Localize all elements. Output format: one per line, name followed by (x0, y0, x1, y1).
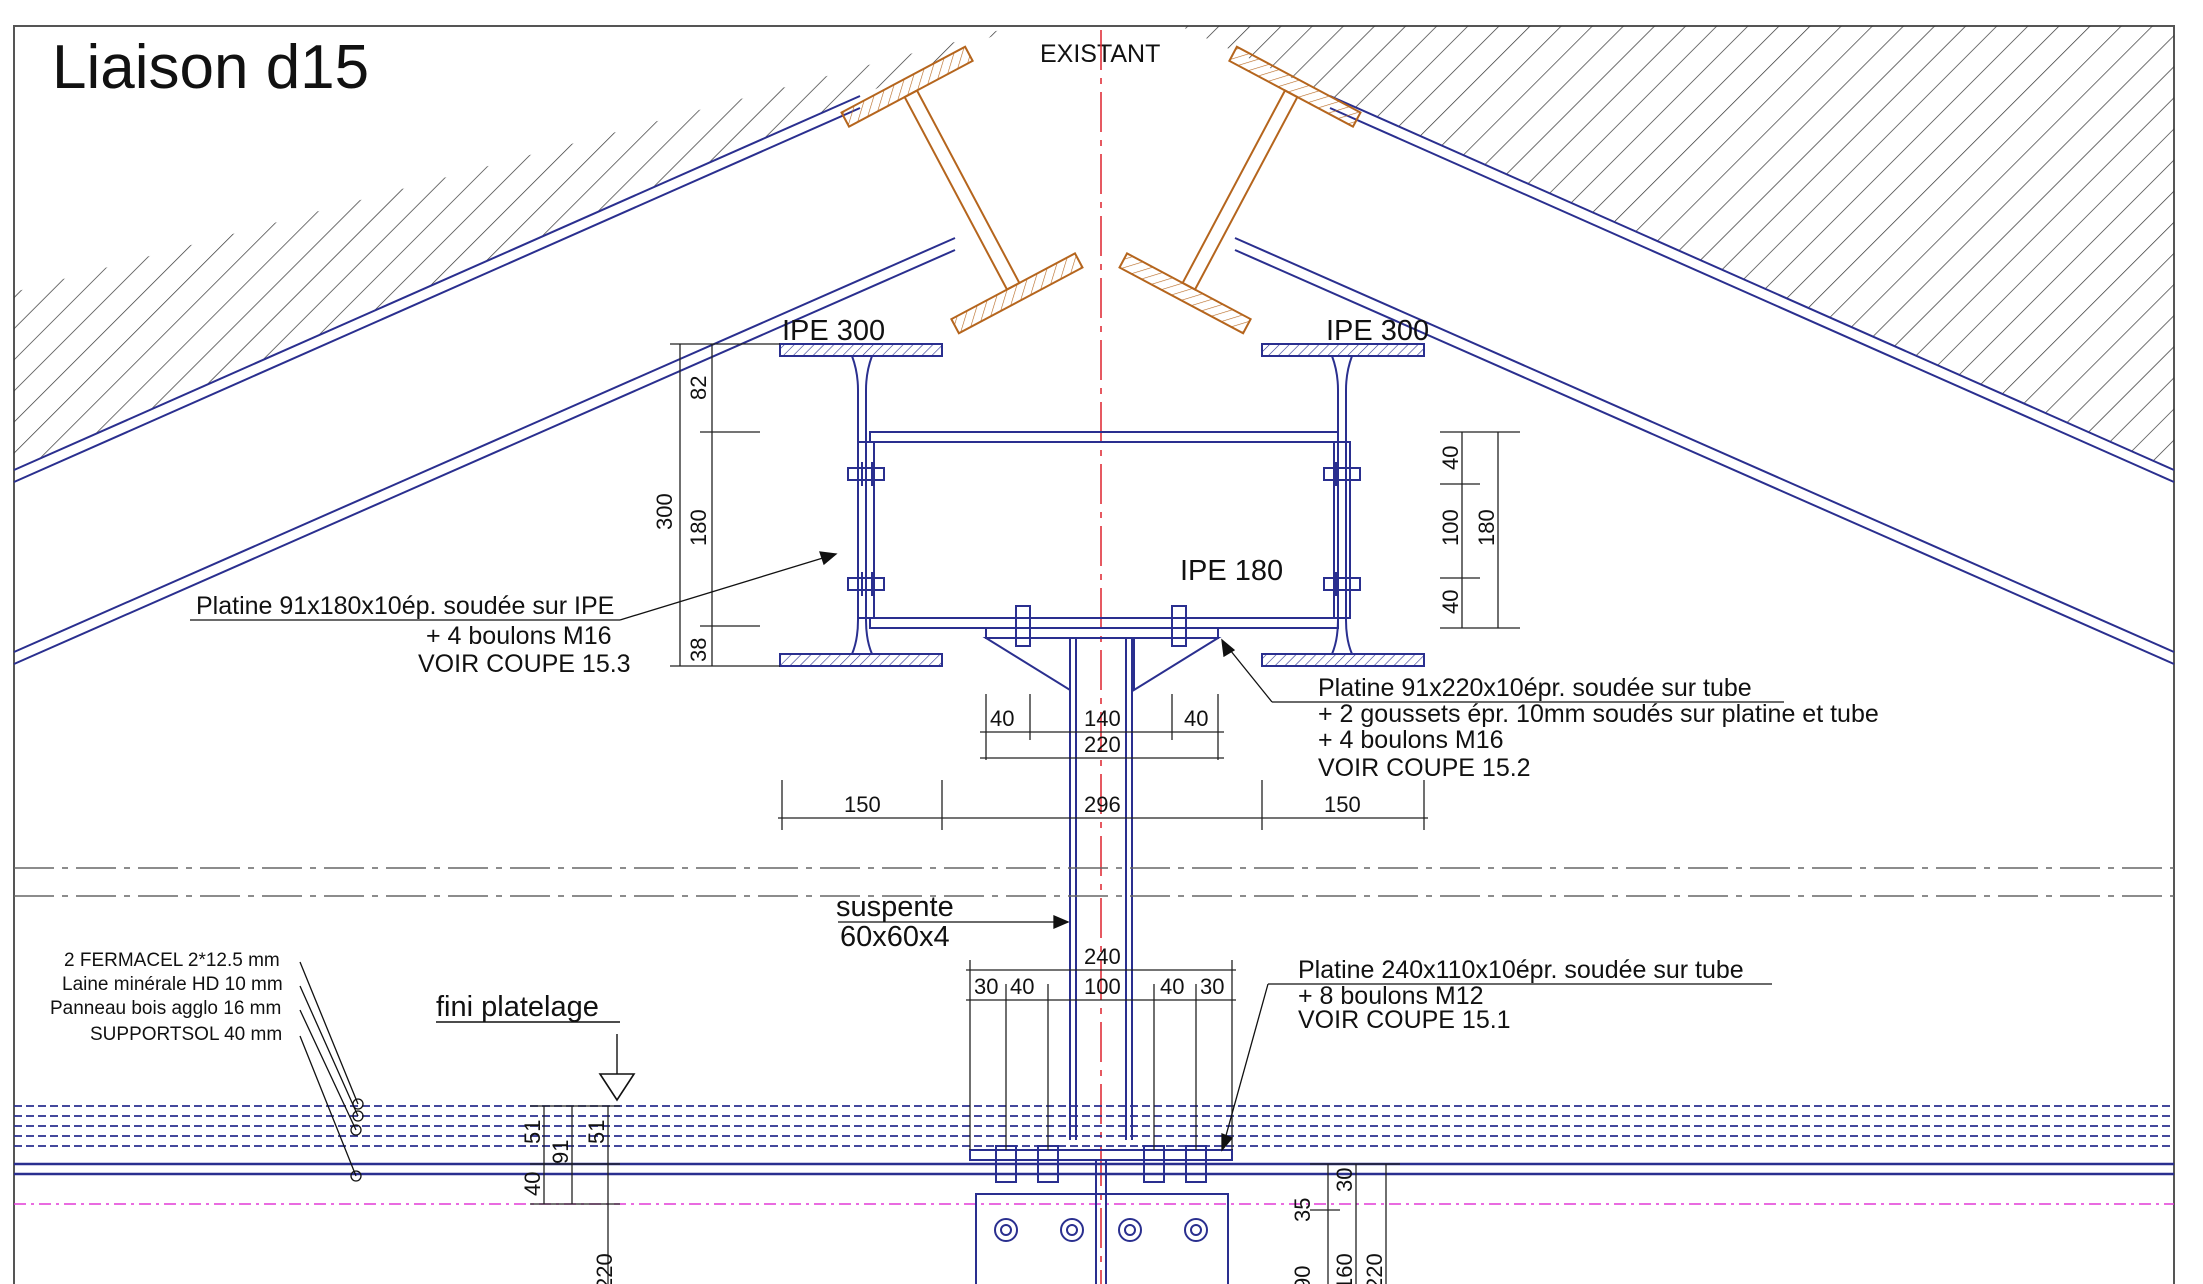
dim-r180: 180 (1474, 509, 1499, 546)
dim-b40b: 40 (1160, 974, 1184, 999)
bolts-ipe-plates (847, 462, 1361, 596)
dim-r40a: 40 (1438, 446, 1463, 470)
dim-r160: 160 (1332, 1253, 1357, 1284)
existing-label: EXISTANT (1040, 40, 1160, 68)
ipe300-left-label: IPE 300 (782, 315, 885, 347)
ipe300-right (1261, 343, 1425, 667)
drawing-title: Liaison d15 (52, 33, 369, 102)
note-plate-tube-1: Platine 91x220x10épr. soudée sur tube (1318, 674, 1752, 702)
dim-p40b: 40 (1184, 706, 1208, 731)
note-plate-tube-3: + 4 boulons M16 (1318, 726, 1504, 754)
note-plate-base-1: Platine 240x110x10épr. soudée sur tube (1298, 956, 1744, 984)
dim-300: 300 (652, 493, 677, 530)
dim-b30b: 30 (1200, 974, 1224, 999)
dim-lines-right (1440, 431, 1520, 629)
ipe180-beam (857, 431, 1351, 629)
note-plate-ipe-2: + 4 boulons M16 (426, 622, 612, 650)
dim-f51b: 51 (584, 1120, 609, 1144)
dim-s296: 296 (1084, 792, 1121, 817)
floor-layer-2: Laine minérale HD 10 mm (62, 974, 283, 995)
dim-b240: 240 (1084, 944, 1121, 969)
ipe300-right-label: IPE 300 (1326, 315, 1429, 347)
drawing-frame (13, 25, 2175, 1284)
dim-f40: 40 (520, 1172, 545, 1196)
existing-roof-left (13, 26, 1015, 665)
dim-f220: 220 (592, 1253, 617, 1284)
dim-s150a: 150 (844, 792, 881, 817)
dim-b100: 100 (1084, 974, 1121, 999)
leader-lines (190, 551, 1784, 1182)
dim-180: 180 (686, 509, 711, 546)
dim-r30: 30 (1332, 1168, 1357, 1192)
dim-p220: 220 (1084, 732, 1121, 757)
dim-f51a: 51 (520, 1120, 545, 1144)
dim-p40a: 40 (990, 706, 1014, 731)
dim-b30a: 30 (974, 974, 998, 999)
dim-lines-left (670, 343, 780, 667)
suspension-tube (1069, 638, 1133, 1140)
floor-finish-label: fini platelage (436, 991, 599, 1023)
dim-f91: 91 (548, 1140, 573, 1164)
note-plate-ipe-3: VOIR COUPE 15.3 (418, 650, 631, 678)
dim-r40b: 40 (1438, 590, 1463, 614)
note-plate-tube-2: + 2 goussets épr. 10mm soudés sur platin… (1318, 700, 1879, 728)
floor-layer-4: SUPPORTSOL 40 mm (90, 1024, 282, 1045)
dim-lines-floor (530, 1105, 1400, 1284)
dim-b40a: 40 (1010, 974, 1034, 999)
existing-purlin-left (840, 45, 1084, 335)
existing-roof-right (1180, 26, 2175, 665)
ipe300-left (779, 343, 943, 667)
dim-38: 38 (686, 638, 711, 662)
note-plate-base-2: + 8 boulons M12 (1298, 982, 1484, 1010)
dim-p140: 140 (1084, 706, 1121, 731)
note-plate-base-3: VOIR COUPE 15.1 (1298, 1006, 1511, 1034)
note-plate-ipe-1: Platine 91x180x10ép. soudée sur IPE (196, 592, 614, 620)
floor-layer-1: 2 FERMACEL 2*12.5 mm (64, 950, 280, 971)
dim-r90: 90 (1290, 1266, 1315, 1284)
dim-82: 82 (686, 376, 711, 400)
dim-lines-base (966, 960, 1236, 1150)
dim-s150b: 150 (1324, 792, 1361, 817)
dim-lines-plate (778, 694, 1428, 830)
base-plate (969, 1145, 1233, 1284)
dim-r35: 35 (1290, 1198, 1315, 1222)
level-marker (598, 1073, 636, 1102)
ipe180-label: IPE 180 (1180, 555, 1283, 587)
floor-layers (14, 1105, 2174, 1205)
note-suspension-1: suspente (836, 891, 954, 923)
note-plate-tube-4: VOIR COUPE 15.2 (1318, 754, 1531, 782)
floor-layer-3: Panneau bois agglo 16 mm (50, 998, 281, 1019)
note-suspension-2: 60x60x4 (840, 921, 950, 953)
dim-r220: 220 (1362, 1253, 1387, 1284)
dim-r100: 100 (1438, 509, 1463, 546)
existing-purlin-right (1118, 45, 1362, 335)
